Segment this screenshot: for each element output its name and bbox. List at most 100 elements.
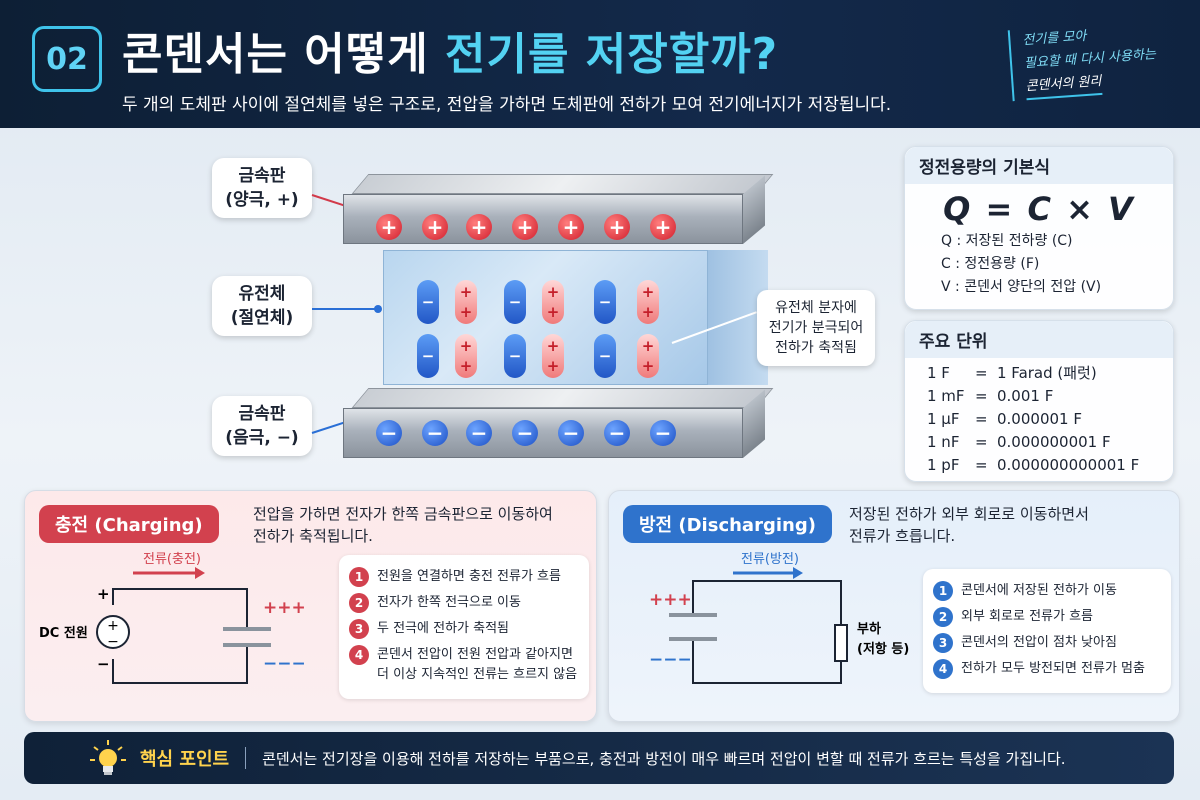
svg-text:−: − <box>107 634 119 650</box>
svg-text:+: + <box>97 585 110 603</box>
svg-text:+: + <box>107 618 119 634</box>
key-point-title: 핵심 포인트 <box>140 749 230 770</box>
dipole-negative: − <box>417 334 439 378</box>
discharging-panel: 방전 (Discharging) 저장된 전하가 외부 회로로 이동하면서 전류… <box>608 490 1180 722</box>
positive-charge: + <box>558 214 584 240</box>
svg-text:−−−: −−− <box>649 650 692 670</box>
label-text: 유전체 <box>238 284 286 304</box>
dipole-positive: ++ <box>542 280 564 324</box>
capacitor-illustration: 금속판 (양극, +) 유전체 (절연체) 금속판 (음극, −) + + + … <box>0 128 890 488</box>
label-bottom-plate: 금속판 (음극, −) <box>212 396 312 456</box>
discharging-current-label: 전류(방전) <box>741 552 799 567</box>
dipole-positive: ++ <box>637 334 659 378</box>
unit-row: 1 mF=0.001 F <box>927 387 1054 405</box>
capacitor-plate-top <box>223 627 271 631</box>
discharging-circuit: 전류(방전) +++ −−− 부하 (저항 등) <box>649 552 909 684</box>
unit-row: 1 F=1 Farad (패럿) <box>927 364 1097 382</box>
bottom-plate-face <box>351 388 774 408</box>
label-text: (양극, +) <box>225 190 299 210</box>
positive-charge: + <box>604 214 630 240</box>
capacitor-plate-top <box>669 613 717 617</box>
discharging-description: 저장된 전하가 외부 회로로 이동하면서 전류가 흐릅니다. <box>849 505 1089 545</box>
svg-text:−: − <box>97 655 110 673</box>
header: 02 콘덴서는 어떻게 전기를 저장할까? 두 개의 도체판 사이에 절연체를 … <box>0 0 1200 128</box>
capacitor-plate-bottom <box>223 643 271 647</box>
dc-source-symbol <box>96 615 130 649</box>
top-metal-plate <box>343 194 743 244</box>
top-plate-face <box>351 174 774 194</box>
svg-text:(저항 등): (저항 등) <box>857 641 909 657</box>
unit-row: 1 pF=0.000000000001 F <box>927 456 1140 474</box>
label-text: 금속판 <box>238 404 286 424</box>
charging-title: 충전 (Charging) <box>39 505 219 543</box>
label-top-plate: 금속판 (양극, +) <box>212 158 312 218</box>
callout-text: 유전체 분자에 <box>775 300 857 316</box>
dipole-negative: − <box>594 280 616 324</box>
svg-text:−−−: −−− <box>263 654 306 674</box>
dipole-positive: ++ <box>455 280 477 324</box>
dipole-positive: ++ <box>542 334 564 378</box>
side-note-line: 콘덴서의 원리 <box>1024 69 1103 101</box>
dipole-negative: − <box>504 280 526 324</box>
formula-def: V : 콘덴서 양단의 전압 (V) <box>941 279 1102 295</box>
positive-charge: + <box>422 214 448 240</box>
svg-text:부하: 부하 <box>857 621 881 637</box>
label-dielectric: 유전체 (절연체) <box>212 276 312 336</box>
label-text: (음극, −) <box>225 428 299 448</box>
unit-row: 1 nF=0.000000001 F <box>927 433 1111 451</box>
negative-charge: − <box>650 420 676 446</box>
units-card: 주요 단위 1 F=1 Farad (패럿) 1 mF=0.001 F 1 μF… <box>904 320 1174 482</box>
formula-def: C : 정전용량 (F) <box>941 256 1040 272</box>
charging-circuit: 전류(충전) + − + − DC 전원 +++ −−− <box>39 552 306 684</box>
pointer-line <box>312 305 382 313</box>
load-resistor <box>834 624 848 662</box>
lightbulb-icon <box>90 740 126 775</box>
callout-text: 전하가 축적됨 <box>775 340 857 356</box>
svg-text:+++: +++ <box>263 598 306 618</box>
svg-text:+++: +++ <box>649 590 692 610</box>
dipole-negative: − <box>504 334 526 378</box>
capacitance-formula: Q = C × V <box>943 190 1135 228</box>
negative-charge: − <box>512 420 538 446</box>
formula-card: 정전용량의 기본식 Q = C × V Q : 저장된 전하량 (C) C : … <box>904 146 1174 310</box>
charging-current-label: 전류(충전) <box>143 552 201 567</box>
positive-charge: + <box>650 214 676 240</box>
dipole-negative: − <box>417 280 439 324</box>
key-point-divider <box>245 747 247 769</box>
side-note: 전기를 모아 필요할 때 다시 사용하는 콘덴서의 원리 <box>1007 17 1193 102</box>
charging-description: 전압을 가하면 전자가 한쪽 금속판으로 이동하여 전하가 축적됩니다. <box>253 505 553 545</box>
page-subtitle: 두 개의 도체판 사이에 절연체를 넣은 구조로, 전압을 가하면 도체판에 전… <box>122 95 892 115</box>
capacitor-plate-bottom <box>669 637 717 641</box>
negative-charge: − <box>422 420 448 446</box>
key-point-text: 콘덴서는 전기장을 이용해 전하를 저장하는 부품으로, 충전과 방전이 매우 … <box>262 749 1066 768</box>
title-main: 콘덴서는 어떻게 <box>122 29 445 80</box>
unit-row: 1 μF=0.000001 F <box>927 410 1082 428</box>
negative-charge: − <box>604 420 630 446</box>
dipole-negative: − <box>594 334 616 378</box>
charging-panel: 충전 (Charging) 전압을 가하면 전자가 한쪽 금속판으로 이동하여 … <box>24 490 597 722</box>
dc-source-label: DC 전원 <box>39 625 88 641</box>
dielectric-callout: 유전체 분자에 전기가 분극되어 전하가 축적됨 <box>757 290 875 366</box>
label-text: (절연체) <box>230 308 294 328</box>
positive-charge: + <box>466 214 492 240</box>
dipole-positive: ++ <box>455 334 477 378</box>
discharging-title: 방전 (Discharging) <box>623 505 832 543</box>
key-point-bar: 핵심 포인트 콘덴서는 전기장을 이용해 전하를 저장하는 부품으로, 충전과 … <box>24 732 1174 784</box>
negative-charge: − <box>376 420 402 446</box>
positive-charge: + <box>376 214 402 240</box>
section-number-badge: 02 <box>32 26 102 92</box>
label-text: 금속판 <box>238 166 286 186</box>
negative-charge: − <box>558 420 584 446</box>
positive-charge: + <box>512 214 538 240</box>
units-card-title: 주요 단위 <box>905 321 1173 358</box>
